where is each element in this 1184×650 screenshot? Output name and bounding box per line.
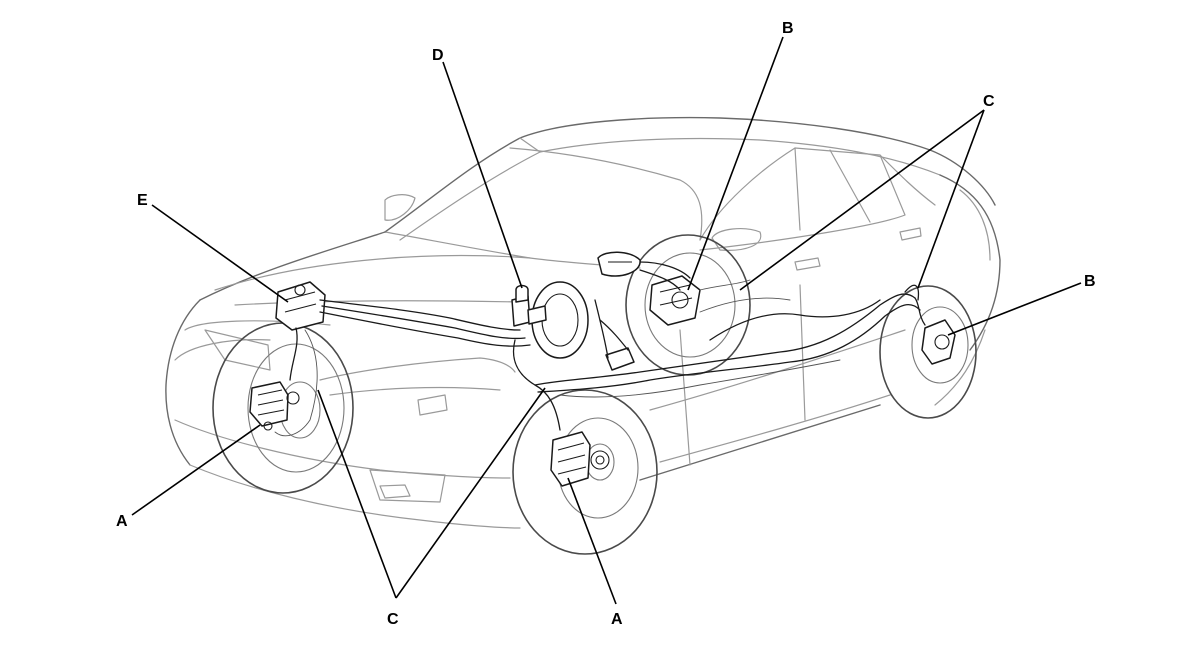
callout-b-right: B <box>1084 273 1096 290</box>
rear-left-brake-assembly <box>649 275 701 326</box>
callout-labels: E D B C B A C A <box>116 20 1096 628</box>
leader-d <box>442 61 523 289</box>
callout-c-bottom: C <box>387 611 399 628</box>
front-right-brake-caliper <box>550 431 610 487</box>
center-junction-block <box>605 347 635 371</box>
leader-c-bottom-2 <box>395 387 546 599</box>
callout-e: E <box>137 192 148 209</box>
front-left-brake-caliper <box>249 381 300 431</box>
leader-a-right <box>567 477 617 605</box>
parking-brake-unit <box>597 251 641 277</box>
callout-b-top: B <box>782 20 794 37</box>
leader-c-top-1 <box>739 109 985 291</box>
leader-b-top <box>687 36 784 291</box>
rear-right-brake-assembly <box>921 319 956 365</box>
leader-e <box>151 204 289 303</box>
abs-modulator-unit <box>275 281 326 331</box>
callout-a-left: A <box>116 513 128 530</box>
leader-a-left <box>131 424 261 516</box>
brake-lines <box>274 261 926 437</box>
leader-c-top-2 <box>917 109 985 289</box>
callout-a-right: A <box>611 611 623 628</box>
car-body-outline <box>165 116 1001 529</box>
callout-leaders <box>131 36 1082 605</box>
leader-b-right <box>947 282 1082 336</box>
callout-c-top: C <box>983 93 995 110</box>
callout-d: D <box>432 47 444 64</box>
brake-master-cylinder-booster <box>511 281 589 359</box>
leader-c-bottom-1 <box>317 389 397 599</box>
